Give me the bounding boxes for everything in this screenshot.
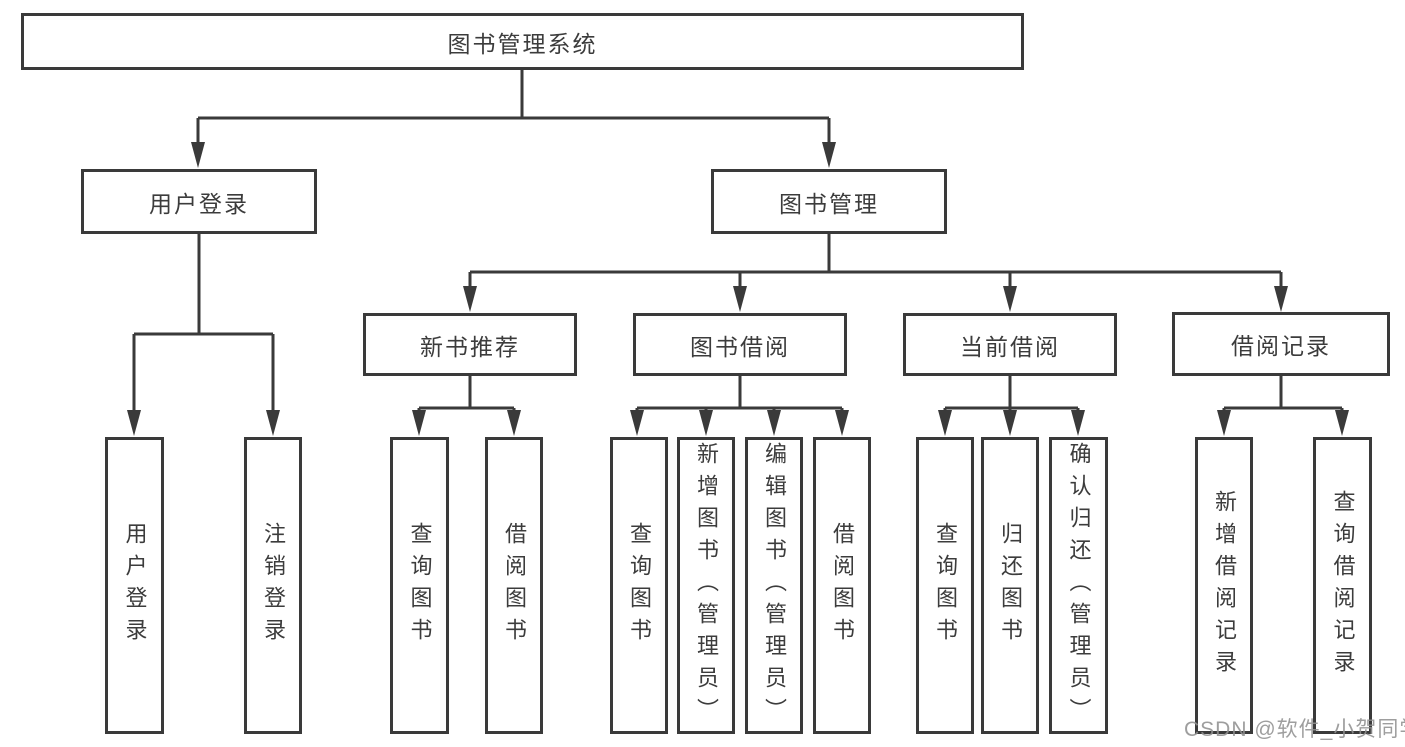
arrow-down-icon — [822, 142, 836, 168]
node-book-management: 图书管理 — [711, 169, 947, 234]
leaf-query-borrow-record: 查询借阅记录 — [1313, 437, 1372, 734]
node-book-borrow: 图书借阅 — [633, 313, 847, 376]
arrow-down-icon — [1071, 410, 1085, 436]
arrow-down-icon — [266, 410, 280, 436]
leaf-add-book-admin: 新增图书（管理员） — [677, 437, 735, 734]
arrow-down-icon — [191, 142, 205, 168]
arrow-down-icon — [1003, 410, 1017, 436]
arrow-down-icon — [1335, 410, 1349, 436]
node-new-book-recommend: 新书推荐 — [363, 313, 577, 376]
arrow-down-icon — [699, 410, 713, 436]
node-user-login: 用户登录 — [81, 169, 317, 234]
arrow-down-icon — [127, 410, 141, 436]
leaf-user-login: 用户登录 — [105, 437, 164, 734]
leaf-query-book-recommend: 查询图书 — [390, 437, 449, 734]
arrow-down-icon — [938, 410, 952, 436]
arrow-down-icon — [835, 410, 849, 436]
arrow-down-icon — [630, 410, 644, 436]
arrow-down-icon — [463, 286, 477, 312]
arrow-down-icon — [1003, 286, 1017, 312]
leaf-confirm-return-admin: 确认归还（管理员） — [1049, 437, 1108, 734]
node-current-borrow: 当前借阅 — [903, 313, 1117, 376]
node-root-system: 图书管理系统 — [21, 13, 1024, 70]
node-borrow-records: 借阅记录 — [1172, 312, 1390, 376]
arrow-down-icon — [507, 410, 521, 436]
leaf-return-book: 归还图书 — [981, 437, 1039, 734]
arrow-down-icon — [733, 286, 747, 312]
leaf-query-book-borrow: 查询图书 — [610, 437, 668, 734]
arrow-down-icon — [767, 410, 781, 436]
leaf-edit-book-admin: 编辑图书（管理员） — [745, 437, 803, 734]
arrow-down-icon — [1217, 410, 1231, 436]
leaf-logout: 注销登录 — [244, 437, 302, 734]
leaf-add-borrow-record: 新增借阅记录 — [1195, 437, 1253, 734]
connector-paths — [132, 69, 1344, 418]
leaf-borrow-book: 借阅图书 — [813, 437, 871, 734]
leaf-query-book-current: 查询图书 — [916, 437, 974, 734]
arrow-down-icon — [1274, 286, 1288, 312]
arrowheads — [127, 142, 1349, 436]
csdn-watermark: CSDN @软件_小贺同学 — [1184, 718, 1405, 741]
arrow-down-icon — [412, 410, 426, 436]
leaf-borrow-book-recommend: 借阅图书 — [485, 437, 543, 734]
